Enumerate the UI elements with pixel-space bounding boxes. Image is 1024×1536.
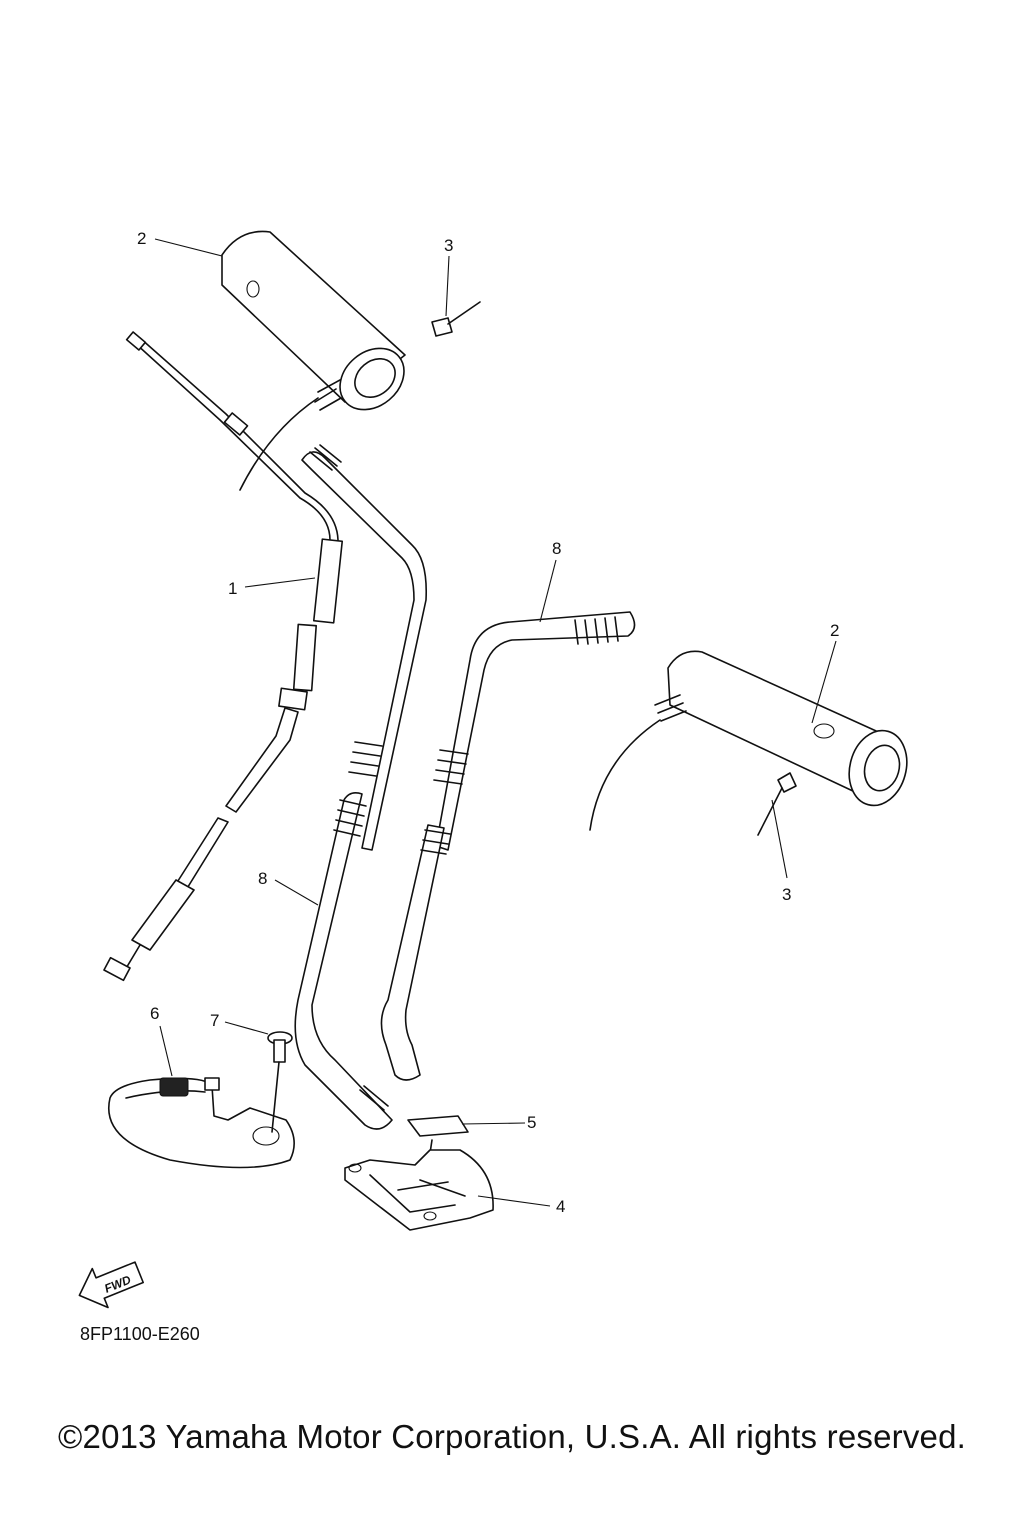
bracket [344, 1149, 494, 1231]
grip-heater-lower [589, 650, 908, 831]
holder [108, 1077, 295, 1169]
callout-8-left: 8 [258, 869, 268, 888]
pin-lower [757, 772, 797, 836]
callout-7: 7 [210, 1011, 220, 1030]
callout-6: 6 [150, 1004, 160, 1023]
screw [267, 1031, 293, 1133]
callout-8-right: 8 [552, 539, 562, 558]
callout-2-lower: 2 [830, 621, 840, 640]
fwd-arrow-icon: FWD [78, 1261, 145, 1309]
callout-5: 5 [527, 1113, 537, 1132]
callout-2-upper: 2 [137, 229, 147, 248]
callout-1: 1 [228, 579, 238, 598]
drawing-code: 8FP1100-E260 [80, 1324, 200, 1344]
callout-3-lower: 3 [782, 885, 792, 904]
callout-4: 4 [556, 1197, 566, 1216]
copyright-notice: ©2013 Yamaha Motor Corporation, U.S.A. A… [58, 1418, 966, 1455]
pin-upper [431, 301, 481, 337]
throttle-cable [103, 331, 344, 982]
handlebar-right [380, 611, 636, 1081]
handlebar-left [294, 444, 428, 1130]
callout-3-upper: 3 [444, 236, 454, 255]
grip-heater-upper [221, 230, 406, 491]
